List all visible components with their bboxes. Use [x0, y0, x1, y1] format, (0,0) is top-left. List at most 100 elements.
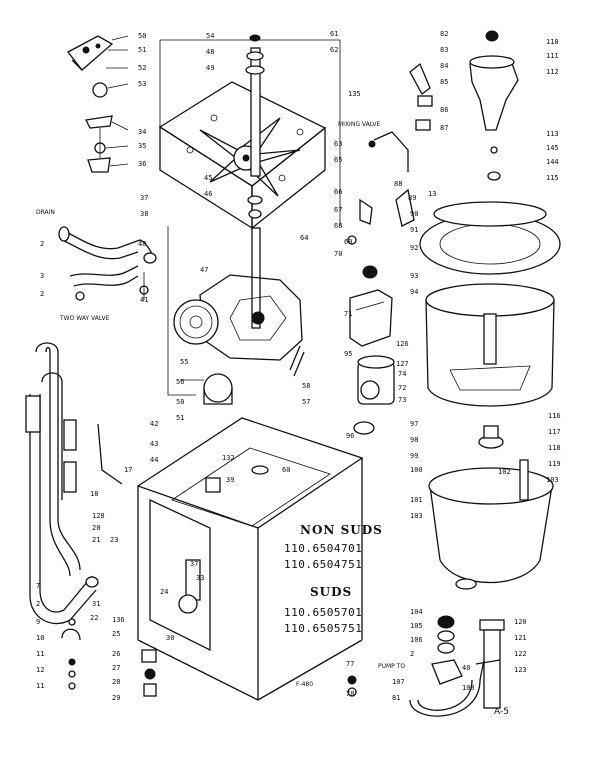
- callout-2b: 2: [40, 290, 44, 298]
- callout-53: 53: [138, 80, 146, 88]
- callout-100: 100: [410, 466, 423, 474]
- callout-22: 22: [90, 614, 98, 622]
- callout-99: 99: [410, 452, 418, 460]
- callout-78: 78: [346, 690, 354, 698]
- callout-73: 73: [398, 396, 406, 404]
- callout-71: 71: [344, 310, 352, 318]
- callout-128: 128: [92, 512, 105, 520]
- callout-36: 36: [138, 160, 146, 168]
- callout-12: 12: [36, 666, 44, 674]
- callout-30: 30: [166, 634, 174, 642]
- callout-31: 31: [92, 600, 100, 608]
- callout-38: 38: [140, 210, 148, 218]
- callout-144: 144: [546, 158, 559, 166]
- callout-118: 118: [548, 444, 561, 452]
- callout-68: 68: [334, 222, 342, 230]
- callout-55: 55: [180, 358, 188, 366]
- callout-103b: 103: [546, 476, 559, 484]
- lower-left-small-parts: [61, 618, 157, 697]
- callout-42: 42: [150, 420, 158, 428]
- callout-96: 96: [346, 432, 354, 440]
- transmission-assembly: [167, 226, 303, 405]
- motor-and-pump: [289, 265, 395, 435]
- callout-106: 106: [410, 636, 423, 644]
- callout-35: 35: [138, 142, 146, 150]
- model-number-4: 110.6505751: [284, 622, 362, 635]
- callout-65: 65: [334, 156, 342, 164]
- callout-51: 51: [138, 46, 146, 54]
- callout-2c: 2: [36, 600, 40, 608]
- callout-135: 135: [348, 90, 361, 98]
- callout-136: 136: [112, 616, 125, 624]
- callout-37: 37: [140, 194, 148, 202]
- callout-2d: 2: [410, 650, 414, 658]
- mounting-plate-assembly: [158, 34, 341, 230]
- callout-25: 25: [112, 630, 120, 638]
- callout-9: 9: [36, 618, 40, 626]
- callout-105: 105: [410, 622, 423, 630]
- label-drain: DRAIN: [36, 209, 55, 216]
- callout-87: 87: [440, 124, 448, 132]
- callout-56: 56: [176, 378, 184, 386]
- callout-3: 3: [40, 272, 44, 280]
- callout-81: 81: [392, 694, 400, 702]
- callout-110: 110: [546, 38, 559, 46]
- callout-57: 57: [302, 398, 310, 406]
- callout-67: 67: [334, 206, 342, 214]
- callout-77: 77: [346, 660, 354, 668]
- callout-103a: 103: [410, 512, 423, 520]
- callout-50b: 50: [176, 398, 184, 406]
- callout-61: 61: [330, 30, 338, 38]
- callout-51b: 51: [176, 414, 184, 422]
- callout-33: 33: [196, 574, 204, 582]
- callout-60: 60: [282, 466, 290, 474]
- callout-91: 91: [410, 226, 418, 234]
- callout-64: 64: [300, 234, 308, 242]
- callout-46: 46: [204, 190, 212, 198]
- callout-66: 66: [334, 188, 342, 196]
- callout-52: 52: [138, 64, 146, 72]
- callout-86: 86: [440, 106, 448, 114]
- callout-10: 10: [36, 634, 44, 642]
- model-heading-non-suds: NON SUDS: [300, 523, 383, 537]
- callout-85: 85: [440, 78, 448, 86]
- label-mixing-valve: MIXING VALVE: [338, 121, 380, 128]
- callout-11a: 11: [36, 650, 44, 658]
- callout-95: 95: [344, 350, 352, 358]
- callout-74: 74: [398, 370, 406, 378]
- callout-90: 90: [410, 210, 418, 218]
- model-number-2: 110.6504751: [284, 558, 362, 571]
- callout-115: 115: [546, 174, 559, 182]
- callout-17: 17: [124, 466, 132, 474]
- callout-34: 34: [138, 128, 146, 136]
- callout-62: 62: [330, 46, 338, 54]
- label-pump-to: PUMP TO: [378, 663, 405, 670]
- callout-113: 113: [546, 130, 559, 138]
- callout-102: 102: [498, 468, 511, 476]
- callout-117: 117: [548, 428, 561, 436]
- callout-24: 24: [160, 588, 168, 596]
- callout-49: 49: [206, 64, 214, 72]
- callout-58: 58: [302, 382, 310, 390]
- callout-40a: 40: [138, 240, 146, 248]
- upper-left-bracket-parts: [67, 35, 129, 173]
- callout-89: 89: [408, 194, 416, 202]
- callout-101: 101: [410, 496, 423, 504]
- callout-23: 23: [110, 536, 118, 544]
- callout-94: 94: [410, 288, 418, 296]
- callout-27: 27: [112, 664, 120, 672]
- callout-47: 47: [200, 266, 208, 274]
- callout-119: 119: [548, 460, 561, 468]
- callout-48: 48: [206, 48, 214, 56]
- callout-104: 104: [410, 608, 423, 616]
- callout-labels: 50 51 52 53 34 35 36 54 48 49 61 62 45 4…: [36, 30, 561, 702]
- callout-63: 63: [334, 140, 342, 148]
- callout-98: 98: [410, 436, 418, 444]
- label-small-code: F-480: [296, 681, 313, 688]
- callout-26: 26: [112, 650, 120, 658]
- callout-93: 93: [410, 272, 418, 280]
- callout-37b: 37: [190, 560, 198, 568]
- callout-41: 41: [140, 296, 148, 304]
- callout-13: 13: [428, 190, 436, 198]
